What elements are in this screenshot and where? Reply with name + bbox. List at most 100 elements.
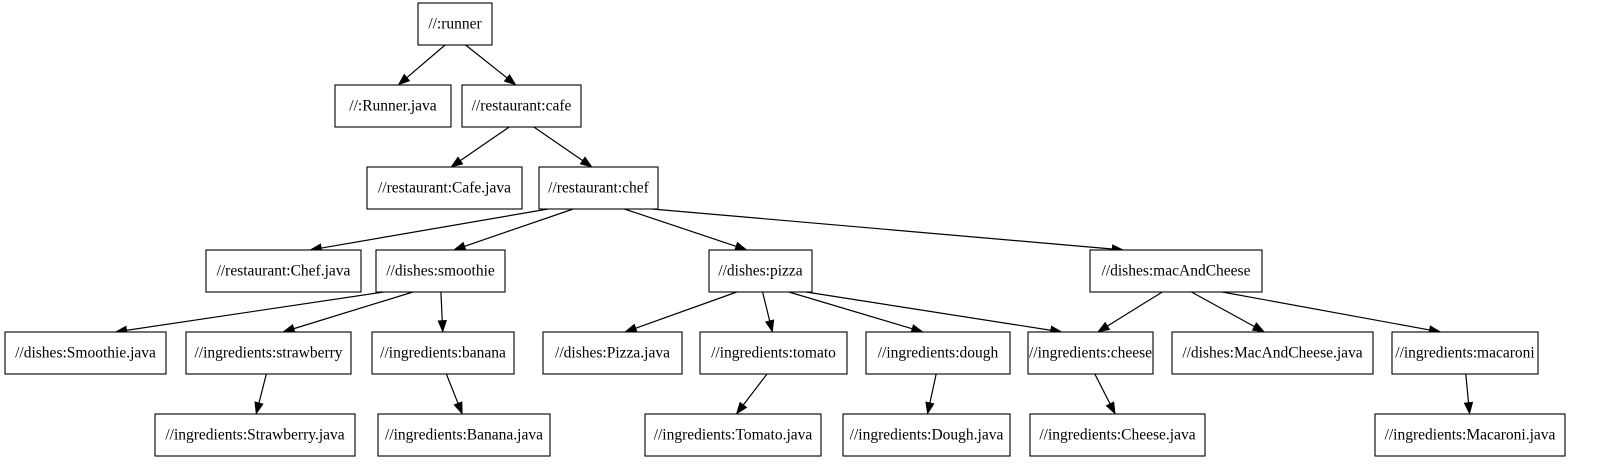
node-label: //dishes:pizza <box>718 263 802 280</box>
edge-restaurant_chef-to-dishes_smoothie <box>464 208 574 247</box>
graph-node-ing_banana[interactable]: //ingredients:banana <box>371 331 515 375</box>
node-label: //ingredients:Macaroni.java <box>1385 427 1556 444</box>
arrowhead-icon <box>1096 321 1111 333</box>
nodes-layer: //:runner //:Runner.java //restaurant:cafe… <box>4 2 1566 457</box>
edge-dishes_smoothie-to-ing_strawberry <box>293 291 414 330</box>
edge-dishes_pizza-to-ing_tomato <box>761 291 771 321</box>
arrowhead-icon <box>1105 401 1116 415</box>
arrowhead-icon <box>925 401 935 415</box>
node-label: //ingredients:Dough.java <box>850 427 1004 444</box>
node-box <box>842 413 1011 457</box>
node-box <box>708 249 813 293</box>
node-label: //ingredients:dough <box>878 345 999 362</box>
arrowhead-icon <box>734 241 748 251</box>
graph-node-ing_tomato[interactable]: //ingredients:tomato <box>699 331 848 375</box>
graph-node-smoothie_java[interactable]: //dishes:Smoothie.java <box>4 331 167 375</box>
graph-node-dishes_smoothie[interactable]: //dishes:smoothie <box>375 249 506 293</box>
graph-node-dishes_mac[interactable]: //dishes:macAndCheese <box>1089 249 1263 293</box>
edge-restaurant_chef-to-dishes_pizza <box>624 208 737 247</box>
node-box <box>1374 413 1566 457</box>
node-label: //:runner <box>428 16 482 33</box>
node-label: //dishes:smoothie <box>386 263 495 280</box>
graph-node-macaroni_java[interactable]: //ingredients:Macaroni.java <box>1374 413 1566 457</box>
node-box <box>375 249 506 293</box>
graph-node-ing_strawberry[interactable]: //ingredients:strawberry <box>185 331 352 375</box>
node-label: //dishes:Pizza.java <box>555 345 670 362</box>
node-box <box>461 84 582 128</box>
graph-node-cafe_java[interactable]: //restaurant:Cafe.java <box>366 166 523 210</box>
arrowhead-icon <box>579 156 593 168</box>
edge-restaurant_chef-to-chef_java <box>321 208 549 249</box>
edge-runner-to-runner_java <box>406 44 446 78</box>
node-label: //restaurant:chef <box>548 180 650 197</box>
graph-node-chef_java[interactable]: //restaurant:Chef.java <box>205 249 362 293</box>
arrowhead-icon <box>764 319 775 333</box>
edge-ing_tomato-to-tomato_java <box>742 373 768 406</box>
graph-node-dough_java[interactable]: //ingredients:Dough.java <box>842 413 1011 457</box>
node-box <box>185 331 352 375</box>
node-label: //ingredients:Cheese.java <box>1039 427 1195 444</box>
edge-dishes_mac-to-mac_java <box>1191 291 1255 327</box>
edge-restaurant_chef-to-dishes_mac <box>651 208 1113 250</box>
node-box <box>417 2 493 46</box>
edge-ing_cheese-to-cheese_java <box>1094 373 1111 405</box>
node-box <box>1089 249 1263 293</box>
graph-node-restaurant_cafe[interactable]: //restaurant:cafe <box>461 84 582 128</box>
graph-node-tomato_java[interactable]: //ingredients:Tomato.java <box>644 413 822 457</box>
node-box <box>4 331 167 375</box>
node-label: //dishes:MacAndCheese.java <box>1182 345 1362 362</box>
graph-node-dishes_pizza[interactable]: //dishes:pizza <box>708 249 813 293</box>
node-box <box>699 331 848 375</box>
arrowhead-icon <box>452 241 467 251</box>
edge-dishes_pizza-to-ing_cheese <box>805 291 1051 331</box>
node-label: //ingredients:Banana.java <box>385 427 543 444</box>
node-box <box>334 84 452 128</box>
edge-dishes_smoothie-to-ing_banana <box>440 291 443 321</box>
arrowhead-icon <box>397 73 411 86</box>
node-box <box>154 413 356 457</box>
edge-runner-to-restaurant_cafe <box>465 44 508 79</box>
node-label: //ingredients:Tomato.java <box>654 427 813 444</box>
edge-ing_strawberry-to-strawberry_java <box>258 373 267 404</box>
edge-restaurant_cafe-to-restaurant_chef <box>533 126 583 161</box>
node-box <box>644 413 822 457</box>
graph-node-ing_macaroni[interactable]: //ingredients:macaroni <box>1391 331 1539 375</box>
graph-node-ing_dough[interactable]: //ingredients:dough <box>865 331 1011 375</box>
node-label: //dishes:macAndCheese <box>1102 263 1251 280</box>
graph-node-restaurant_chef[interactable]: //restaurant:chef <box>538 166 659 210</box>
node-box <box>377 413 551 457</box>
node-box <box>538 166 659 210</box>
edge-dishes_mac-to-ing_cheese <box>1107 291 1163 327</box>
graph-node-banana_java[interactable]: //ingredients:Banana.java <box>377 413 551 457</box>
edge-ing_macaroni-to-macaroni_java <box>1465 373 1470 403</box>
graph-node-strawberry_java[interactable]: //ingredients:Strawberry.java <box>154 413 356 457</box>
edge-dishes_smoothie-to-smoothie_java <box>126 291 384 331</box>
arrowhead-icon <box>503 73 517 86</box>
node-label: //:Runner.java <box>349 98 437 115</box>
graph-node-ing_cheese[interactable]: //ingredients:cheese <box>1027 331 1154 375</box>
node-box <box>205 249 362 293</box>
node-label: //restaurant:cafe <box>472 98 572 115</box>
node-label: //ingredients:macaroni <box>1395 345 1535 362</box>
arrowhead-icon <box>453 401 463 415</box>
graph-node-runner_java[interactable]: //:Runner.java <box>334 84 452 128</box>
node-box <box>1029 413 1206 457</box>
arrowhead-icon <box>437 319 447 333</box>
node-box <box>366 166 523 210</box>
graph-node-mac_java[interactable]: //dishes:MacAndCheese.java <box>1171 331 1374 375</box>
arrowhead-icon <box>1251 322 1266 333</box>
node-label: //ingredients:banana <box>380 345 506 362</box>
graph-node-pizza_java[interactable]: //dishes:Pizza.java <box>542 331 683 375</box>
arrowhead-icon <box>450 156 464 168</box>
graph-node-cheese_java[interactable]: //ingredients:Cheese.java <box>1029 413 1206 457</box>
node-label: //restaurant:Chef.java <box>217 263 351 280</box>
graph-node-runner[interactable]: //:runner <box>417 2 493 46</box>
edge-ing_dough-to-dough_java <box>929 373 937 403</box>
node-label: //ingredients:tomato <box>711 345 836 362</box>
edges-layer <box>114 44 1474 415</box>
edge-dishes_mac-to-ing_macaroni <box>1222 291 1430 331</box>
node-label: //restaurant:Cafe.java <box>378 180 511 197</box>
arrowhead-icon <box>254 401 264 415</box>
node-box <box>371 331 515 375</box>
